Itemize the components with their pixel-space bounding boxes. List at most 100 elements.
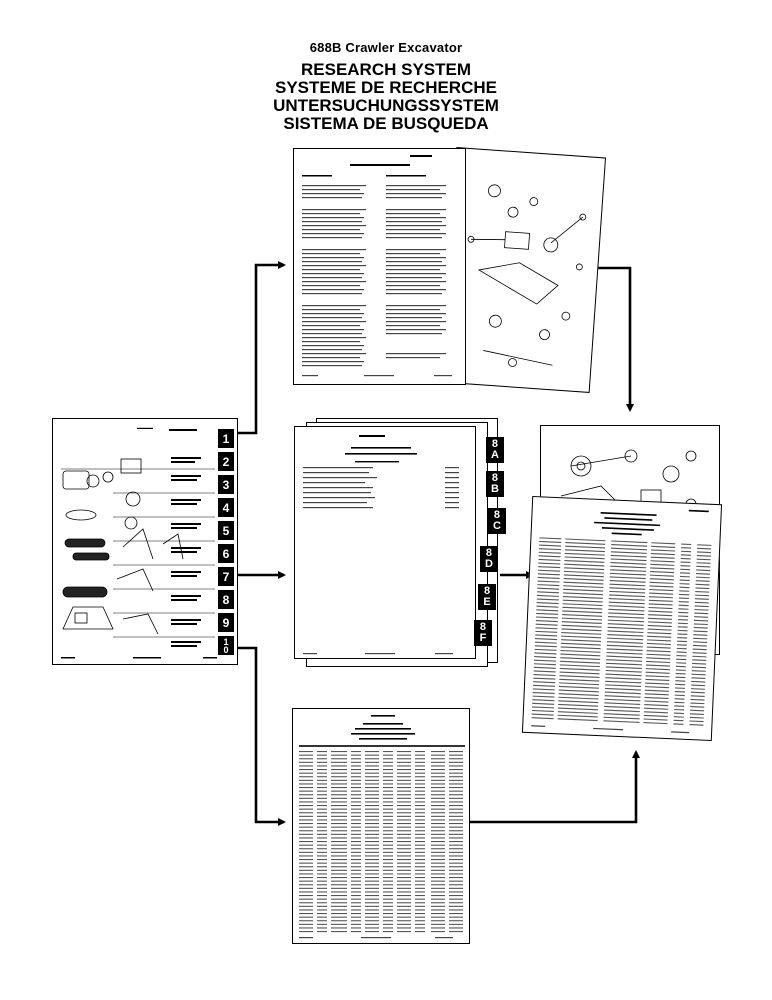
table-row-texture xyxy=(365,823,379,825)
chapter-tab-3: 3 xyxy=(218,475,234,494)
table-row-texture xyxy=(415,805,425,807)
table-row-texture xyxy=(562,606,603,610)
table-row-texture xyxy=(535,620,558,623)
table-row-texture xyxy=(383,877,393,879)
table-row-texture xyxy=(415,927,425,929)
table-row-texture xyxy=(678,597,689,600)
table-row-texture xyxy=(563,574,604,578)
table-row-texture xyxy=(603,716,640,720)
table-row-texture xyxy=(351,923,361,925)
table-row-texture xyxy=(351,873,361,875)
table-row-texture xyxy=(299,819,313,821)
table-row-texture xyxy=(647,624,672,628)
table-row-texture xyxy=(299,837,313,839)
table-row-texture xyxy=(532,702,555,705)
table-row-texture xyxy=(449,779,463,781)
table-row-texture xyxy=(317,848,327,850)
table-row-texture xyxy=(397,751,411,753)
table-row-texture xyxy=(533,666,556,669)
table-row-texture xyxy=(449,869,463,871)
table-row-texture xyxy=(397,769,411,771)
table-row-texture xyxy=(299,869,313,871)
table-row-texture xyxy=(533,670,556,673)
table-row-texture xyxy=(383,751,393,753)
table-row-texture xyxy=(449,851,463,853)
table-row-texture xyxy=(351,862,361,864)
table-row-texture xyxy=(317,776,327,778)
table-row-texture xyxy=(331,819,347,821)
table-row-texture xyxy=(365,790,379,792)
table-row-texture xyxy=(449,905,463,907)
table-row-texture xyxy=(397,902,411,904)
table-row-texture xyxy=(331,923,347,925)
table-row-texture xyxy=(317,873,327,875)
table-row-texture xyxy=(331,869,347,871)
table-row-texture xyxy=(397,797,411,799)
table-row-texture xyxy=(383,891,393,893)
table-row-texture xyxy=(650,560,675,563)
table-row-texture xyxy=(449,769,463,771)
table-row-texture xyxy=(690,688,706,690)
table-row-texture xyxy=(609,590,646,594)
table-row-texture xyxy=(677,626,688,628)
table-row-texture xyxy=(365,783,379,785)
table-row-texture xyxy=(397,905,411,907)
table-row-texture xyxy=(535,630,558,633)
table-row-texture xyxy=(611,540,648,544)
table-row-texture xyxy=(431,815,445,817)
table-row-texture xyxy=(558,700,599,704)
table-row-texture xyxy=(299,848,313,850)
table-row-texture xyxy=(299,779,313,781)
table-row-texture xyxy=(431,923,445,925)
table-row-texture xyxy=(299,765,313,767)
table-row-texture xyxy=(643,718,668,721)
table-row-texture xyxy=(449,754,463,756)
table-row-texture xyxy=(691,670,706,672)
table-row-texture xyxy=(690,698,705,701)
table-row-texture xyxy=(397,873,411,875)
table-row-texture xyxy=(449,819,463,821)
table-row-texture xyxy=(607,623,644,626)
table-row-texture xyxy=(415,841,425,843)
table-row-texture xyxy=(610,569,647,572)
table-row-texture xyxy=(645,668,670,671)
table-row-texture xyxy=(299,920,313,922)
table-row-texture xyxy=(431,848,445,850)
table-row-texture xyxy=(563,570,604,574)
table-row-texture xyxy=(538,562,561,565)
table-row-texture xyxy=(644,707,669,710)
table-row-texture xyxy=(331,797,347,799)
table-row-texture xyxy=(331,895,347,897)
table-row-texture xyxy=(383,884,393,886)
chapter-tab-9: 9 xyxy=(218,613,234,632)
table-row-texture xyxy=(537,587,560,590)
table-row-texture xyxy=(431,862,445,864)
table-row-texture xyxy=(534,648,557,651)
table-row-texture xyxy=(559,664,600,668)
table-row-texture xyxy=(415,787,425,789)
table-row-texture xyxy=(299,830,313,832)
table-row-texture xyxy=(676,647,687,650)
table-row-texture xyxy=(397,855,411,857)
table-row-texture xyxy=(383,873,393,875)
table-row-texture xyxy=(415,812,425,814)
table-row-texture xyxy=(397,758,411,760)
table-row-texture xyxy=(351,931,361,933)
table-row-texture xyxy=(558,703,599,707)
table-row-texture xyxy=(561,635,602,639)
table-row-texture xyxy=(397,877,411,879)
table-row-texture xyxy=(431,790,445,792)
table-row-texture xyxy=(331,873,347,875)
table-row-texture xyxy=(383,851,393,853)
table-row-texture xyxy=(365,805,379,807)
table-row-texture xyxy=(383,909,393,911)
table-row-texture xyxy=(299,916,313,918)
table-row-texture xyxy=(317,884,327,886)
table-row-texture xyxy=(534,645,557,648)
table-row-texture xyxy=(317,758,327,760)
table-row-texture xyxy=(557,711,598,714)
table-row-texture xyxy=(607,626,644,630)
table-row-texture xyxy=(351,823,361,825)
table-row-texture xyxy=(648,606,673,610)
table-row-texture xyxy=(680,568,691,571)
